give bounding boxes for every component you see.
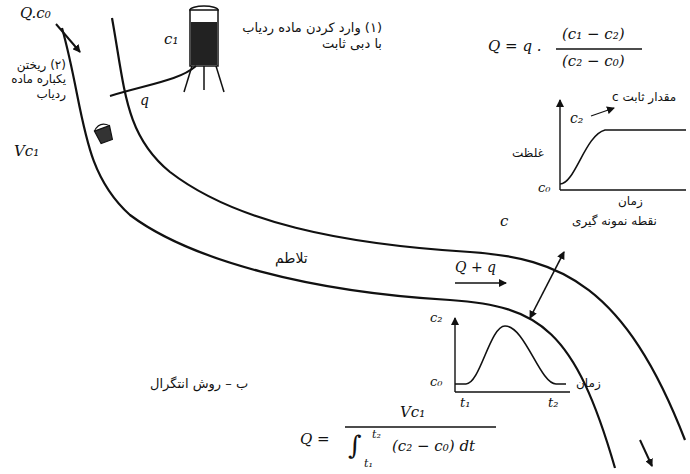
- graph-note: مقدار ثابت c: [612, 90, 676, 104]
- axis-label: غلظت: [512, 146, 544, 160]
- fraction-bar: [556, 48, 642, 49]
- concentration-graph: [560, 100, 686, 190]
- tracer-tank: [184, 6, 224, 92]
- sampling-arrow: [530, 252, 564, 318]
- axis-label: t₂: [548, 395, 558, 411]
- river-bank: [62, 28, 615, 468]
- formula-part: (c₁ − c₂): [562, 25, 625, 43]
- method-note: (۱) وارد کردن ماده ردیاب با دبی ثابت: [232, 20, 382, 51]
- axis-label: زمان: [576, 376, 601, 390]
- axis-label: c₂: [570, 110, 583, 127]
- axis-label: c₀: [538, 180, 551, 196]
- formula-part: (c₂ − c₀): [562, 52, 625, 70]
- formula-part: t₂: [372, 428, 381, 441]
- axis-label: c₀: [430, 374, 443, 390]
- formula-part: Q =: [300, 430, 330, 448]
- flow-label: q: [140, 92, 149, 109]
- method-title: ب – روش انتگرال: [150, 376, 248, 392]
- formula-part: Q = q .: [488, 37, 542, 55]
- axis-label: زمان: [618, 194, 643, 208]
- method-note: (۲) ریختن یکباره ماده ردیاب: [4, 58, 66, 101]
- flow-arrow: [455, 282, 506, 284]
- formula-part: ∫: [348, 430, 362, 461]
- axis-label: c₂: [430, 310, 443, 326]
- tracer-label: Vc₁: [14, 142, 39, 160]
- flow-arrow: [56, 24, 80, 52]
- tank-label: c₁: [164, 30, 178, 48]
- sampling-label: نقطه نمونه گیری: [572, 214, 657, 228]
- flow-label: Q + q: [455, 259, 496, 276]
- formula-part: Vc₁: [400, 403, 425, 421]
- fraction-bar: [345, 426, 496, 427]
- formula-part: t₁: [364, 457, 373, 470]
- axis-label: t₁: [460, 395, 470, 411]
- flow-label: Q.c₀: [20, 4, 51, 22]
- feed-pipe: [110, 66, 196, 96]
- tracer-bucket: [93, 122, 114, 144]
- concentration-graph: [455, 318, 570, 392]
- concentration-label: c: [500, 212, 508, 230]
- river-bank: [112, 18, 685, 440]
- formula-part: (c₂ − c₀) dt: [392, 437, 475, 455]
- flow-arrow: [640, 440, 652, 466]
- river-note: تلاطم: [275, 250, 308, 267]
